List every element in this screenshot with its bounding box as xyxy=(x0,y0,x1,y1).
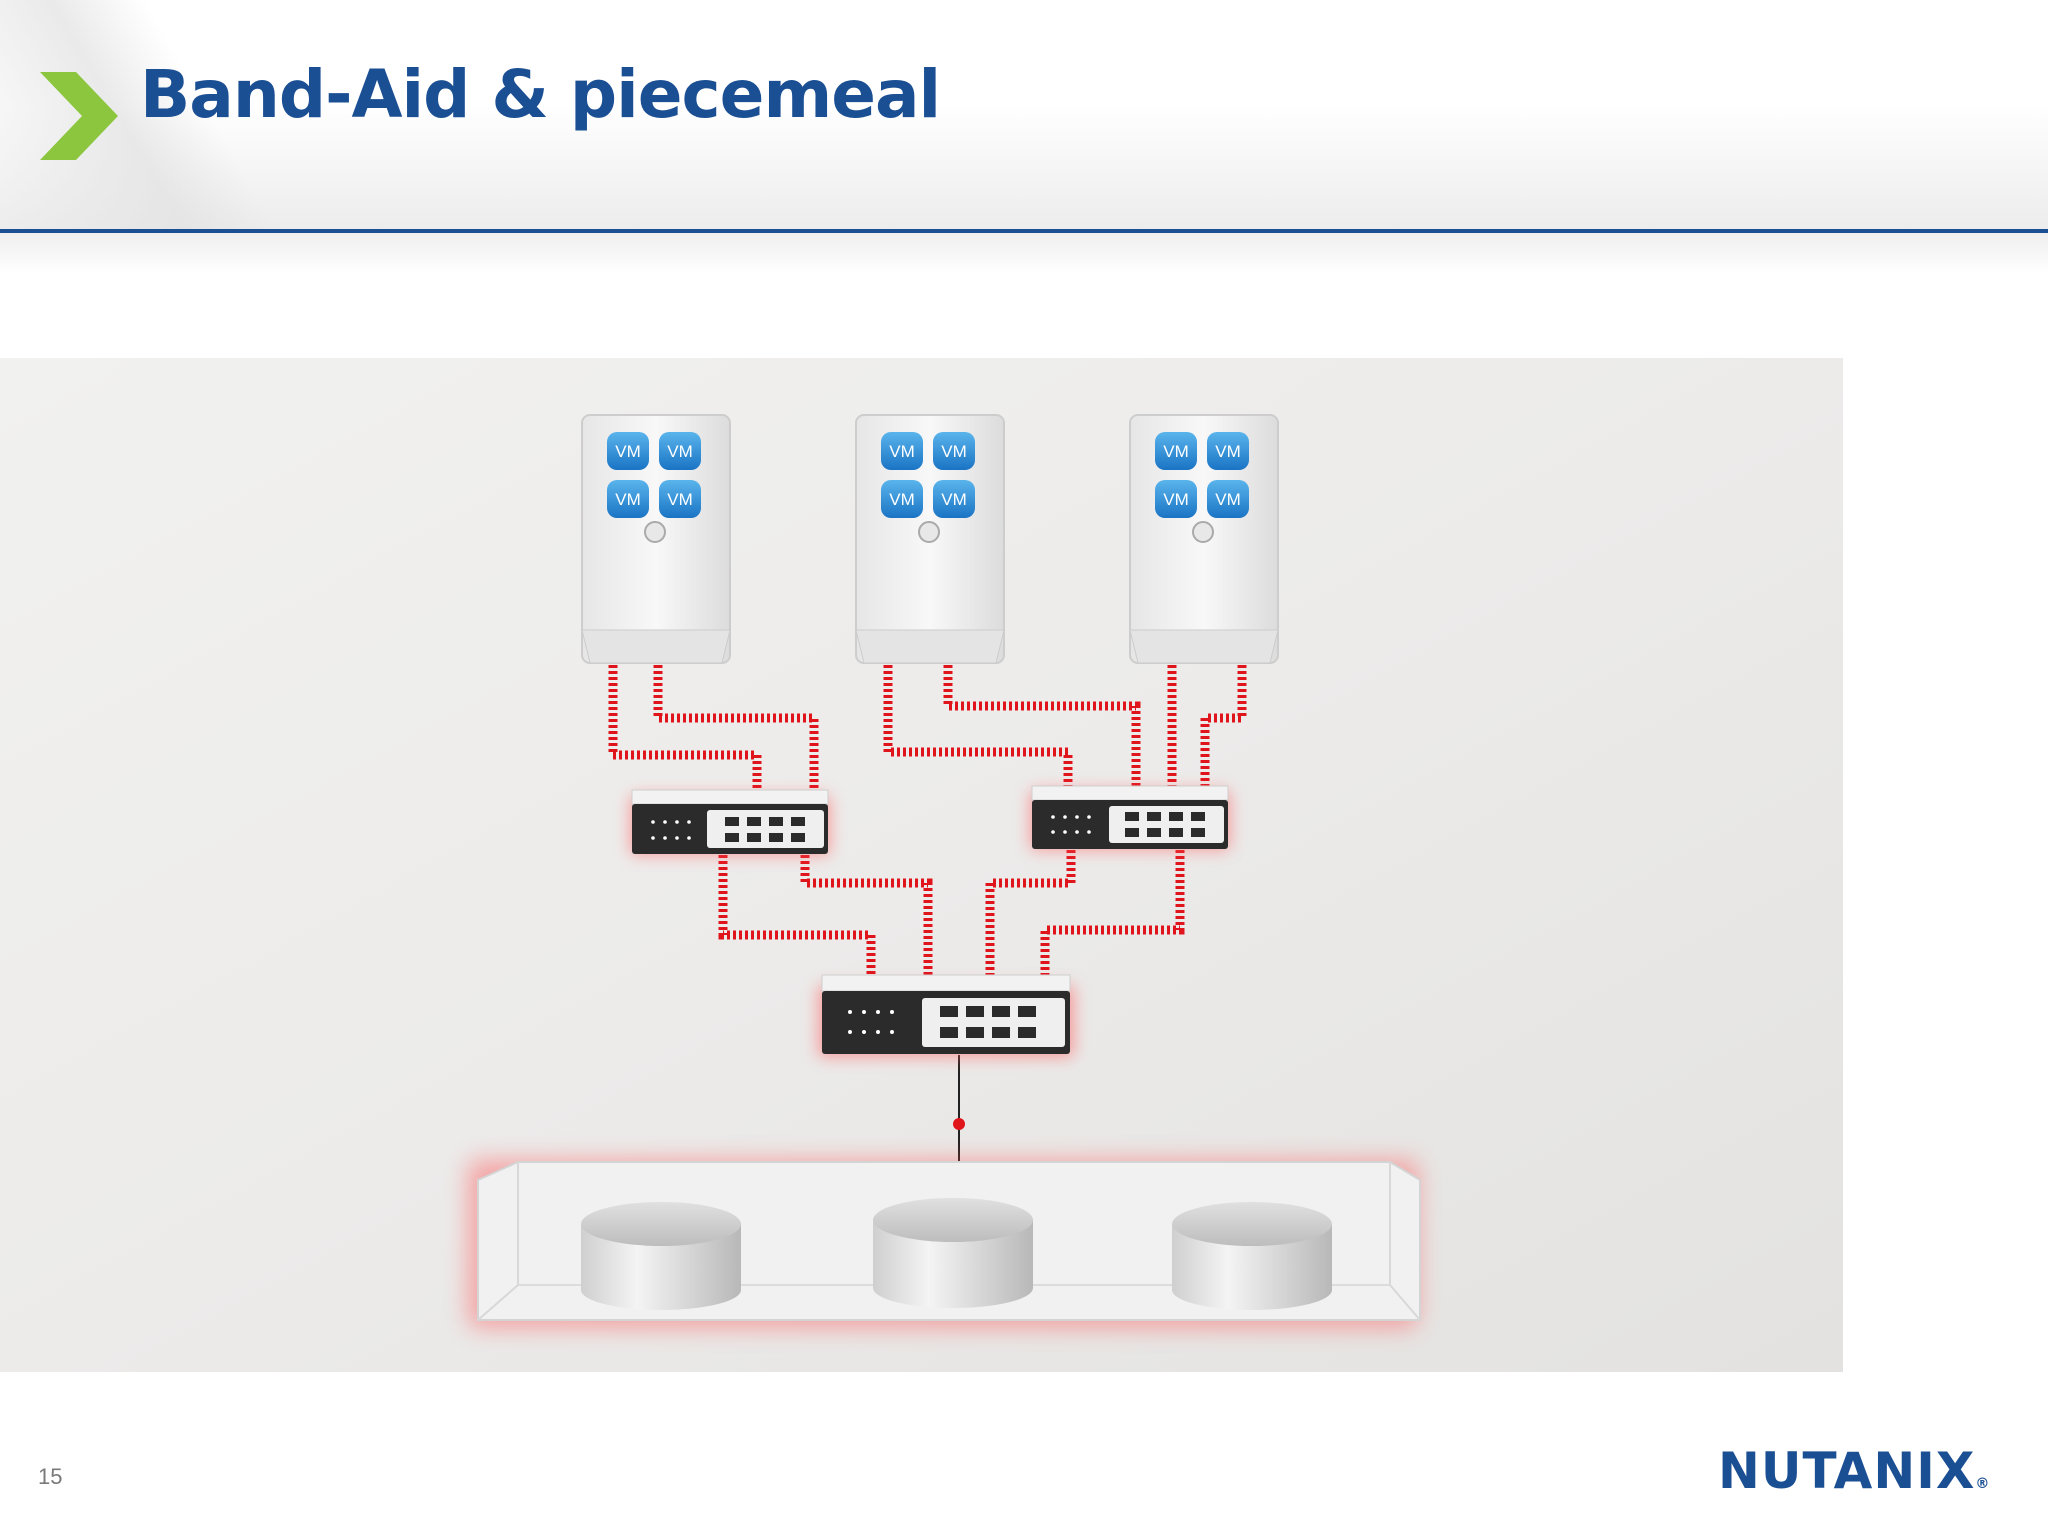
vm-label: VM xyxy=(941,490,967,509)
logo-text: NUTANIX xyxy=(1718,1442,1976,1500)
server-2: VM VM VM VM xyxy=(855,414,1005,664)
vm-label: VM xyxy=(1215,490,1241,509)
chevron-icon xyxy=(40,72,118,160)
slide-title: Band-Aid & piecemeal xyxy=(140,56,941,133)
header-shine xyxy=(0,0,330,232)
core-switch xyxy=(818,974,1074,1057)
vm-label: VM xyxy=(1163,442,1189,461)
vm-label: VM xyxy=(941,442,967,461)
storage-disk-2 xyxy=(873,1198,1033,1308)
vm-label: VM xyxy=(889,490,915,509)
vm-label: VM xyxy=(615,490,641,509)
edge-switch-right xyxy=(1030,785,1230,850)
cable-sw2-a xyxy=(985,850,1076,975)
server-3: VM VM VM VM xyxy=(1129,414,1279,664)
storage-uplink xyxy=(953,1055,965,1162)
header-rule xyxy=(0,229,2048,233)
storage-disk-1 xyxy=(581,1202,741,1310)
network-cables xyxy=(608,665,1247,975)
cable-sw1-b xyxy=(800,855,933,975)
cable-s2-a xyxy=(883,665,1073,790)
vm-label: VM xyxy=(615,442,641,461)
server-1: VM VM VM VM xyxy=(581,414,731,664)
logo-registered-mark: ® xyxy=(1975,1476,1991,1492)
storage-array xyxy=(468,1160,1421,1328)
edge-switch-left xyxy=(630,789,830,855)
vm-label: VM xyxy=(1163,490,1189,509)
cable-s3-b xyxy=(1200,665,1247,790)
slide-header xyxy=(0,0,2048,232)
vm-label: VM xyxy=(1215,442,1241,461)
storage-disk-3 xyxy=(1172,1202,1332,1310)
vm-label: VM xyxy=(667,442,693,461)
page-number: 15 xyxy=(38,1464,63,1489)
vm-label: VM xyxy=(667,490,693,509)
cable-s1-a xyxy=(608,665,762,790)
cable-s2-b xyxy=(943,665,1141,790)
vm-label: VM xyxy=(889,442,915,461)
cable-s1-b xyxy=(653,665,819,790)
infrastructure-diagram: VM VM VM VM VM VM VM VM VM VM VM VM xyxy=(0,358,1843,1372)
cable-sw1-a xyxy=(718,855,876,975)
nutanix-logo: NUTANIX® xyxy=(1718,1442,1990,1500)
header-fade xyxy=(0,233,2048,273)
